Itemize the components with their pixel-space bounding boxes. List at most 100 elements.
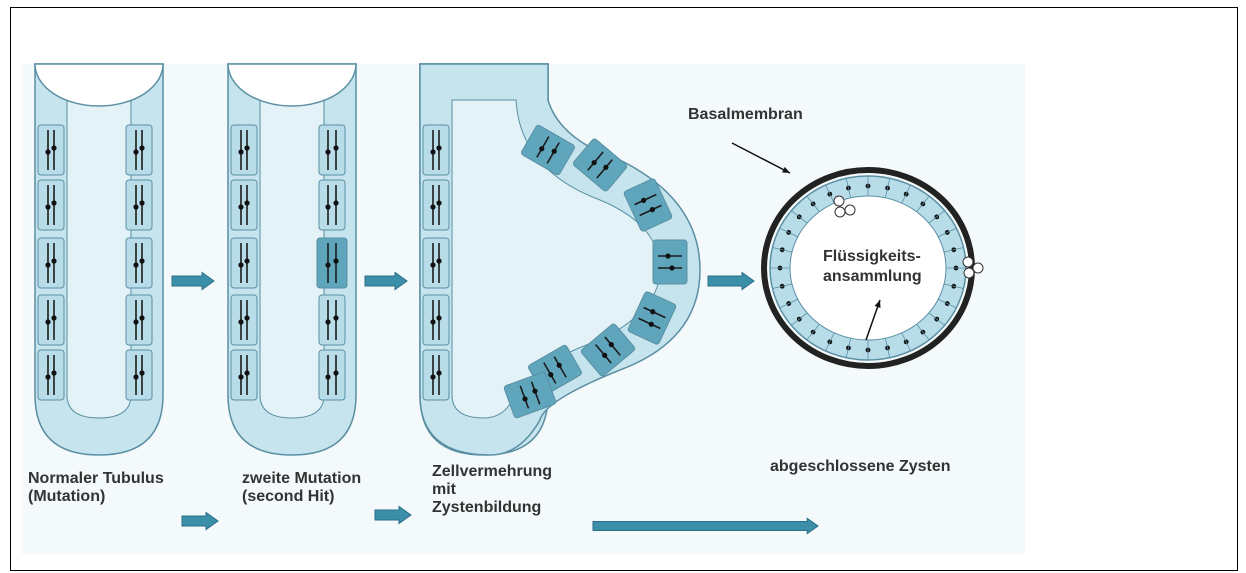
tubule-second-hit-lumen	[260, 100, 324, 418]
cell-left-body	[423, 350, 449, 400]
stage4-label: abgeschlossene Zysten	[770, 458, 951, 476]
cell-normal-left	[38, 350, 64, 400]
cell-normal-right	[126, 125, 152, 175]
centromere	[51, 200, 56, 205]
centromere	[139, 145, 144, 150]
centromere	[139, 200, 144, 205]
centromere	[325, 374, 330, 379]
cell-mutated-body	[317, 238, 347, 288]
cell-normal-left-body	[38, 295, 64, 345]
arrow-stage2-to-3	[365, 273, 407, 290]
stage3-label-line2: mit	[432, 481, 552, 499]
cell-normal-right	[126, 350, 152, 400]
basalmembran-arrow	[732, 143, 790, 173]
centromere	[133, 204, 138, 209]
cell-left-body	[231, 350, 257, 400]
centromere	[325, 262, 330, 267]
centromere	[51, 258, 56, 263]
cell-right-body	[319, 350, 345, 400]
centromere	[436, 200, 441, 205]
basalmembran-label: Basalmembran	[688, 106, 803, 124]
cell-right-body	[319, 180, 345, 230]
centromere	[133, 374, 138, 379]
centromere	[325, 319, 330, 324]
centromere	[333, 370, 338, 375]
cell-right	[319, 295, 345, 345]
cell-right	[319, 180, 345, 230]
cell-proliferating	[653, 240, 687, 284]
budding-cell	[973, 263, 983, 273]
cell-left-body	[231, 180, 257, 230]
centromere	[133, 149, 138, 154]
centromere	[430, 262, 435, 267]
centromere	[665, 253, 670, 258]
cell-normal-left-body	[38, 180, 64, 230]
centromere	[139, 258, 144, 263]
arrow-label-1-2	[182, 513, 218, 530]
cell-normal-left-body	[38, 238, 64, 288]
stage2-label-line2: (second Hit)	[242, 488, 361, 506]
centromere	[238, 374, 243, 379]
centromere	[244, 200, 249, 205]
centromere	[430, 374, 435, 379]
cell-normal-left-body	[38, 350, 64, 400]
cell-normal-left	[38, 238, 64, 288]
centromere	[333, 258, 338, 263]
centromere	[45, 319, 50, 324]
centromere	[244, 370, 249, 375]
centromere	[244, 258, 249, 263]
cell-normal-right-body	[126, 180, 152, 230]
cell-left	[423, 125, 449, 175]
stage2-label: zweite Mutation (second Hit)	[242, 470, 361, 506]
cell-left	[231, 180, 257, 230]
centromere	[333, 145, 338, 150]
fluid-label-line1: Flüssigkeits-	[823, 247, 922, 267]
cell-normal-left	[38, 180, 64, 230]
cell-right-body	[319, 295, 345, 345]
cell-normal-left	[38, 295, 64, 345]
centromere	[51, 315, 56, 320]
cell-normal-right-body	[126, 125, 152, 175]
cell-left-body	[423, 238, 449, 288]
centromere	[669, 265, 674, 270]
centromere	[139, 315, 144, 320]
centromere	[436, 370, 441, 375]
stage3-label-line1: Zellvermehrung	[432, 463, 552, 481]
centromere	[139, 370, 144, 375]
cell-normal-right	[126, 295, 152, 345]
centromere	[244, 315, 249, 320]
centromere	[133, 319, 138, 324]
centromere	[238, 262, 243, 267]
centromere	[51, 370, 56, 375]
centromere	[333, 200, 338, 205]
cell-normal-right	[126, 180, 152, 230]
centromere	[430, 149, 435, 154]
cell-left	[231, 125, 257, 175]
centromere	[45, 149, 50, 154]
centromere	[436, 258, 441, 263]
cell-left	[423, 238, 449, 288]
budding-cell	[963, 257, 973, 267]
stage3-label-line3: Zystenbildung	[432, 499, 552, 517]
cell-left-body	[423, 295, 449, 345]
fluid-label-line2: ansammlung	[823, 267, 922, 287]
cell-normal-left-body	[38, 125, 64, 175]
centromere	[325, 149, 330, 154]
centromere	[333, 315, 338, 320]
cell-left-body	[231, 295, 257, 345]
centromere	[430, 204, 435, 209]
cell-left	[423, 180, 449, 230]
centromere	[436, 315, 441, 320]
stage2-label-line1: zweite Mutation	[242, 470, 361, 488]
budding-cell	[964, 268, 974, 278]
centromere	[238, 319, 243, 324]
cell-left-body	[231, 125, 257, 175]
budding-cell	[834, 196, 844, 206]
centromere	[45, 374, 50, 379]
cell-left	[231, 238, 257, 288]
cell-normal-left	[38, 125, 64, 175]
cell-normal-right	[126, 238, 152, 288]
centromere	[436, 145, 441, 150]
cell-mutated	[317, 238, 347, 288]
